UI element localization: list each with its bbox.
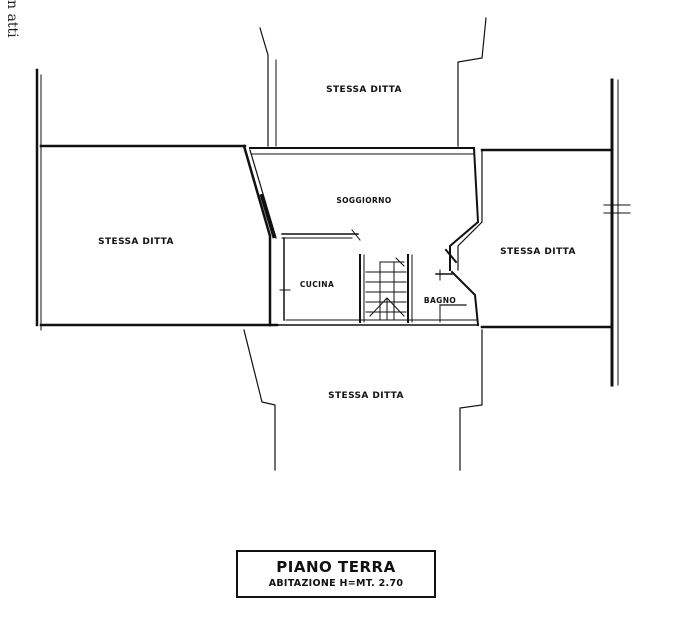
plan-subtitle: ABITAZIONE H=MT. 2.70 <box>268 578 404 589</box>
dwelling-wall-right <box>449 146 480 271</box>
bottom-corridor-left <box>243 329 276 471</box>
dwelling-wall-right-inner <box>457 149 483 271</box>
room-label-bottom: STESSA DITTA <box>328 391 404 401</box>
margin-text: n atti <box>4 0 20 38</box>
bath-window <box>444 248 458 264</box>
room-label-kitchen: CUCINA <box>300 280 334 289</box>
bottom-corridor-right <box>459 329 483 471</box>
room-label-bath: BAGNO <box>424 296 456 305</box>
room-label-living: SOGGIORNO <box>336 196 391 205</box>
top-corridor-left <box>259 27 269 147</box>
room-label-right: STESSA DITTA <box>500 247 576 257</box>
kitchen-door-mark <box>351 229 361 241</box>
plan-title: PIANO TERRA <box>276 558 396 576</box>
stair-mark <box>395 257 405 267</box>
room-label-top: STESSA DITTA <box>326 85 402 95</box>
room-label-left: STESSA DITTA <box>98 237 174 247</box>
top-corridor-right <box>457 17 487 147</box>
bath-wall-right <box>450 270 480 327</box>
title-block: PIANO TERRA ABITAZIONE H=MT. 2.70 <box>236 550 436 598</box>
left-window <box>259 193 277 239</box>
dwelling-wall-left-slant <box>242 144 272 327</box>
